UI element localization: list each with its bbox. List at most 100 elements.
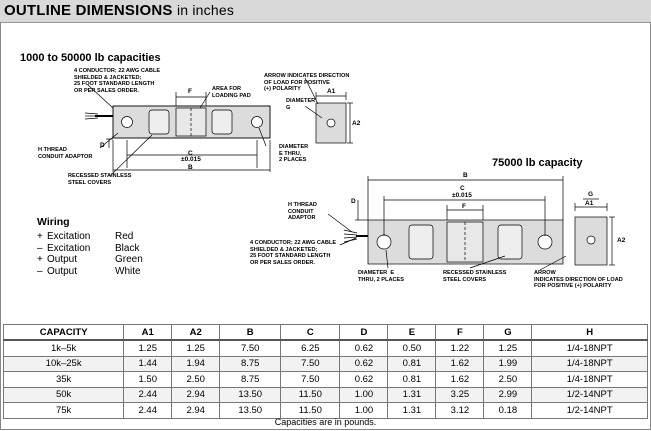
dim-a2-large: A2 xyxy=(617,237,626,244)
load-cell-body-small xyxy=(112,105,271,139)
wiring-table: + Excitation Red – Excitation Black + Ou… xyxy=(37,231,143,277)
caption-75000: 75000 lb capacity xyxy=(492,157,583,169)
dimension-cell: 11.50 xyxy=(280,402,341,419)
wiring-color: Black xyxy=(115,242,140,254)
dimension-cell: 7.50 xyxy=(219,339,282,357)
label-arrow-small: ARROW INDICATES DIRECTION OF LOAD FOR PO… xyxy=(264,73,350,92)
dimension-cell: 2.44 xyxy=(123,386,173,403)
dimension-cell: 7.50 xyxy=(280,355,341,372)
col-d: D xyxy=(339,324,389,341)
dimension-cell: 0.18 xyxy=(483,402,533,419)
wiring-row: + Output Green xyxy=(37,254,143,266)
dimension-cell: 13.50 xyxy=(219,386,282,403)
label-cable-small: 4 CONDUCTOR; 22 AWG CABLE SHIELDED & JAC… xyxy=(74,68,161,94)
label-arrow-large: ARROW INDICATES DIRECTION OF LOAD FOR PO… xyxy=(534,270,623,289)
col-b: B xyxy=(219,324,282,341)
dimension-cell: 1.25 xyxy=(171,339,221,357)
dimension-cell: 1/4-18NPT xyxy=(531,355,648,372)
wiring-name: Output xyxy=(47,254,78,265)
cable-large xyxy=(343,229,368,243)
section-title: OUTLINE DIMENSIONS in inches xyxy=(4,2,234,19)
dimension-cell: 8.75 xyxy=(219,371,282,388)
dimension-cell: 0.50 xyxy=(387,339,437,357)
dim-a2-small: A2 xyxy=(352,120,361,127)
label-cable-large: 4 CONDUCTOR; 22 AWG CABLE SHIELDED & JAC… xyxy=(250,240,337,266)
label-recessed-large: RECESSED STAINLESS STEEL COVERS xyxy=(443,270,507,283)
dimension-cell: 2.50 xyxy=(171,371,221,388)
capacity-cell: 10k–25k xyxy=(2,355,125,372)
dimension-cell: 1.99 xyxy=(483,355,533,372)
dimension-cell: 1.25 xyxy=(123,339,173,357)
dim-c-small: C xyxy=(188,150,193,157)
wiring-name: Output xyxy=(47,265,78,277)
wiring-name: Excitation xyxy=(47,231,91,242)
dimension-cell: 0.62 xyxy=(339,339,389,357)
wiring-sign: – xyxy=(37,242,43,254)
dim-g-large: G xyxy=(588,191,594,198)
wiring-row: – Excitation Black xyxy=(37,243,143,255)
capacity-cell: 1k–5k xyxy=(2,339,125,357)
dimension-cell: 1/4-18NPT xyxy=(531,339,648,357)
label-diameter-e-small: DIAMETER E THRU, 2 PLACES xyxy=(279,144,309,163)
dim-b-small: B xyxy=(188,164,193,171)
dim-d-large: D xyxy=(351,198,356,205)
dimension-cell: 13.50 xyxy=(219,402,282,419)
wiring-row: + Excitation Red xyxy=(37,231,143,243)
end-view-large xyxy=(574,198,615,266)
dimension-cell: 1.00 xyxy=(339,402,389,419)
dimension-cell: 11.50 xyxy=(280,386,341,403)
label-h-thread-large: H THREAD CONDUIT ADAPTOR xyxy=(288,202,317,221)
dimension-cell: 1/4-18NPT xyxy=(531,371,648,388)
dim-a1-large: A1 xyxy=(585,200,594,207)
col-g: G xyxy=(483,324,533,341)
dimension-cell: 1.44 xyxy=(123,355,173,372)
dimension-cell: 1.25 xyxy=(483,339,533,357)
dimension-cell: 0.81 xyxy=(387,371,437,388)
section-header: OUTLINE DIMENSIONS in inches xyxy=(0,0,651,23)
dim-d-small: D xyxy=(100,142,105,149)
wiring-sign: – xyxy=(37,265,43,277)
dimension-cell: 3.25 xyxy=(435,386,485,403)
title-bold: OUTLINE DIMENSIONS xyxy=(4,2,173,19)
dimension-cell: 1/2-14NPT xyxy=(531,402,648,419)
end-view-small xyxy=(304,77,353,144)
wiring-row: – Output White xyxy=(37,266,143,278)
dimension-cell: 1.50 xyxy=(123,371,173,388)
dimension-cell: 8.75 xyxy=(219,355,282,372)
wiring-legend: Wiring + Excitation Red – Excitation Bla… xyxy=(37,216,143,277)
dimension-cell: 3.12 xyxy=(435,402,485,419)
label-loading-area: AREA FOR LOADING PAD xyxy=(212,86,251,99)
dimension-cell: 2.50 xyxy=(483,371,533,388)
label-diameter-e-large: DIAMETER E THRU, 2 PLACES xyxy=(358,270,404,283)
caption-small-capacities: 1000 to 50000 lb capacities xyxy=(20,52,161,64)
dimension-cell: 1.31 xyxy=(387,386,437,403)
dim-f-small: F xyxy=(188,88,192,95)
label-recessed-small: RECESSED STAINLESS STEEL COVERS xyxy=(68,173,132,186)
dimension-cell: 1.62 xyxy=(435,355,485,372)
wiring-name: Excitation xyxy=(47,242,91,254)
table-footnote: Capacities are in pounds. xyxy=(274,417,377,427)
wiring-color: Red xyxy=(115,231,134,242)
capacity-cell: 50k xyxy=(2,386,125,403)
dimension-cell: 2.44 xyxy=(123,402,173,419)
capacity-cell: 35k xyxy=(2,371,125,388)
dim-c-tol-large: ±0.015 xyxy=(452,192,472,199)
col-c: C xyxy=(280,324,341,341)
dimension-cell: 2.94 xyxy=(171,386,221,403)
label-h-thread-small: H THREAD CONDUIT ADAPTOR xyxy=(38,147,93,160)
dimension-cell: 1.31 xyxy=(387,402,437,419)
col-a1: A1 xyxy=(123,324,173,341)
dimension-cell: 2.94 xyxy=(171,402,221,419)
dimension-cell: 1.94 xyxy=(171,355,221,372)
col-f: F xyxy=(435,324,485,341)
dimension-cell: 2.99 xyxy=(483,386,533,403)
wiring-sign: + xyxy=(37,254,43,265)
dimension-cell: 0.62 xyxy=(339,355,389,372)
wiring-title: Wiring xyxy=(37,216,70,228)
